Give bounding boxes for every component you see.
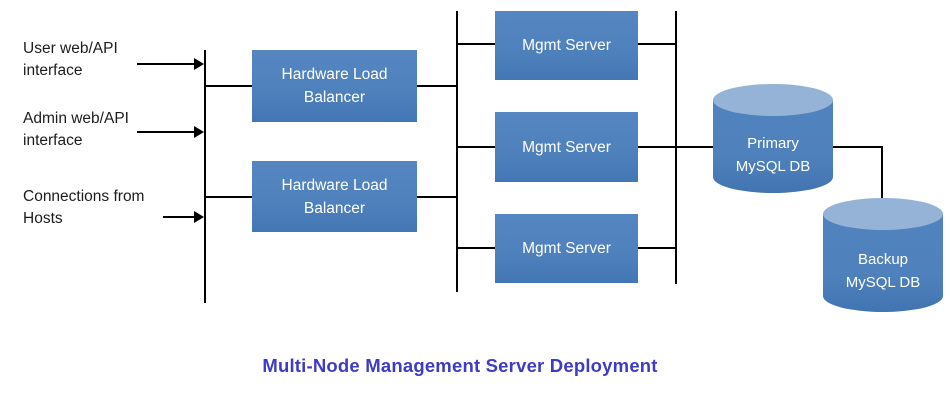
mgmt-server-box-3: Mgmt Server bbox=[495, 214, 638, 283]
mgmt-server-label: Mgmt Server bbox=[522, 138, 611, 156]
mgmt-server-box-1: Mgmt Server bbox=[495, 11, 638, 80]
connector-bus-to-mgmt1 bbox=[456, 43, 495, 45]
connector-bus-to-mgmt2 bbox=[456, 146, 495, 148]
primary-db-cylinder: Primary MySQL DB bbox=[713, 84, 833, 193]
backup-db-cylinder: Backup MySQL DB bbox=[823, 198, 943, 312]
db-label-line1: Backup bbox=[857, 251, 909, 269]
backup-db-label: Backup MySQL DB bbox=[823, 248, 943, 294]
mgmt-server-box-2: Mgmt Server bbox=[495, 112, 638, 182]
input-label-admin-web-api: Admin web/API interface bbox=[23, 110, 129, 149]
connector-bus-to-primary-db bbox=[675, 146, 713, 148]
primary-db-label: Primary MySQL DB bbox=[713, 132, 833, 178]
bus-line-balancers bbox=[456, 11, 458, 292]
connector-mgmt2-to-bus bbox=[638, 146, 676, 148]
connector-bus-to-lb1 bbox=[204, 85, 252, 87]
cylinder-body bbox=[823, 214, 943, 312]
input-label-user-web-api: User web/API interface bbox=[23, 40, 118, 79]
bus-line-inputs bbox=[204, 50, 206, 303]
connector-bus-to-mgmt3 bbox=[456, 247, 495, 249]
load-balancer-box-2: Hardware Load Balancer bbox=[252, 161, 417, 232]
connector-bus-to-lb2 bbox=[204, 196, 252, 198]
connector-primary-to-backup-vertical bbox=[881, 146, 883, 206]
mgmt-server-label: Mgmt Server bbox=[522, 37, 611, 54]
load-balancer-box-1: Hardware Load Balancer bbox=[252, 50, 417, 122]
db-label-line1: Primary bbox=[747, 134, 799, 152]
connector-mgmt3-to-bus bbox=[638, 247, 676, 249]
connector-mgmt1-to-bus bbox=[638, 43, 676, 45]
input-label-connections-hosts: Connections from Hosts bbox=[23, 188, 145, 227]
cylinder-top-ellipse bbox=[823, 198, 943, 230]
load-balancer-label: Hardware Load Balancer bbox=[281, 176, 388, 217]
diagram-title: Multi-Node Management Server Deployment bbox=[262, 355, 658, 376]
load-balancer-label: Hardware Load Balancer bbox=[281, 66, 388, 106]
cylinder-top-ellipse bbox=[713, 84, 833, 116]
connector-primary-to-backup-horizontal bbox=[833, 146, 883, 148]
db-label-line2: MySQL DB bbox=[845, 274, 921, 292]
mgmt-server-label: Mgmt Server bbox=[522, 240, 611, 257]
db-label-line2: MySQL DB bbox=[735, 157, 811, 175]
connector-lb1-to-bus bbox=[417, 85, 458, 87]
connector-lb2-to-bus bbox=[417, 196, 458, 198]
